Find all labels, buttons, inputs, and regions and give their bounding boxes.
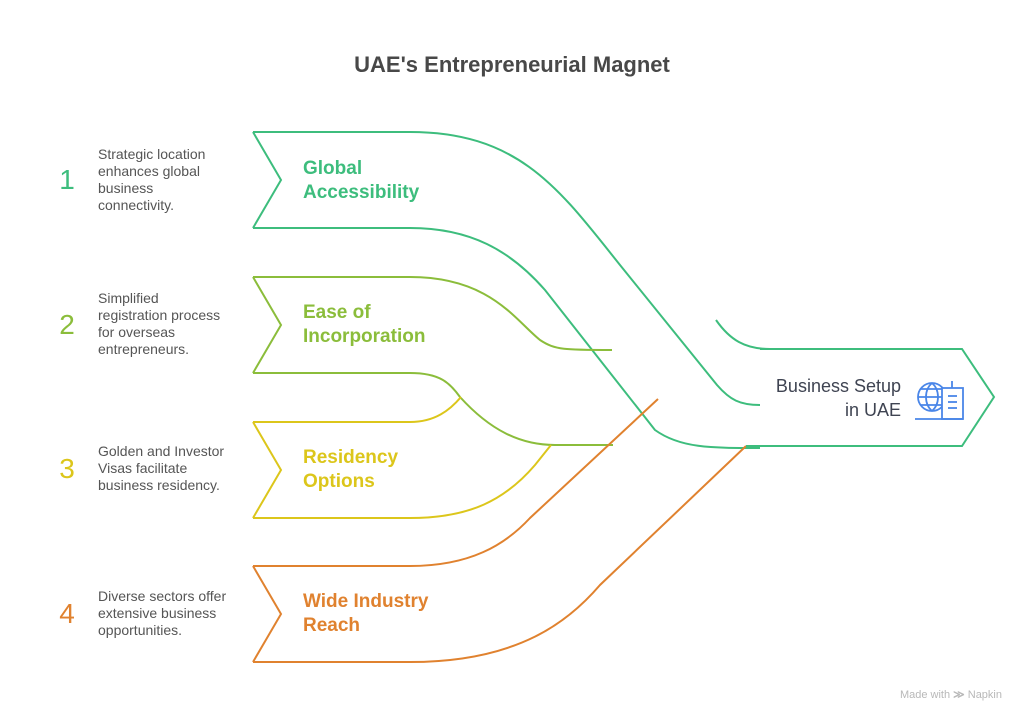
target-arrow-top-curve bbox=[715, 319, 771, 350]
item-description-2: Simplified registration process for over… bbox=[98, 290, 248, 358]
flow-band-2-bottom bbox=[253, 372, 613, 446]
target-label-line: Business Setup bbox=[775, 376, 901, 396]
footer-brand: Napkin bbox=[967, 689, 1002, 701]
desc-line: Diverse sectors offer bbox=[98, 588, 227, 604]
item-label-3: Residency Options bbox=[303, 446, 398, 494]
flow-band-2-notch bbox=[252, 276, 283, 374]
desc-line: entrepreneurs. bbox=[98, 341, 190, 357]
item-number-1: 1 bbox=[59, 164, 75, 195]
item-description-3: Golden and Investor Visas facilitate bus… bbox=[98, 443, 248, 494]
label-line: Accessibility bbox=[303, 182, 420, 203]
item-description-4: Diverse sectors offer extensive business… bbox=[98, 588, 248, 639]
desc-line: Golden and Investor bbox=[98, 443, 225, 459]
desc-line: extensive business bbox=[98, 605, 217, 621]
flow-band-2-top bbox=[253, 276, 613, 351]
target-label-line: in UAE bbox=[844, 400, 901, 420]
label-line: Ease of bbox=[303, 302, 371, 323]
target-label: Business Setup in UAE bbox=[776, 374, 901, 422]
made-with-napkin-footer: Made with ≫ Napkin bbox=[900, 688, 1002, 701]
desc-line: Simplified bbox=[98, 290, 159, 306]
desc-line: business residency. bbox=[98, 477, 220, 493]
label-line: Global bbox=[303, 158, 363, 179]
flow-band-4-top bbox=[253, 398, 659, 567]
label-line: Reach bbox=[303, 615, 361, 636]
flow-band-3-bottom bbox=[253, 444, 552, 519]
label-line: Residency bbox=[303, 447, 399, 468]
flow-band-3-notch bbox=[252, 421, 283, 519]
item-description-1: Strategic location enhances global busin… bbox=[98, 146, 248, 214]
label-line: Wide Industry bbox=[303, 591, 429, 612]
flow-band-4-bottom bbox=[253, 445, 747, 663]
target-arrow-shape bbox=[746, 348, 996, 447]
desc-line: Strategic location bbox=[98, 146, 206, 162]
flow-band-4-notch bbox=[252, 565, 283, 663]
item-number-2: 2 bbox=[59, 309, 75, 340]
item-number-3: 3 bbox=[59, 453, 75, 484]
flow-band-1-notch bbox=[252, 131, 283, 229]
globe-building-icon bbox=[915, 381, 964, 420]
desc-line: Visas facilitate bbox=[98, 460, 188, 476]
footer-text: Made with bbox=[899, 689, 951, 701]
desc-line: connectivity. bbox=[98, 197, 174, 213]
desc-line: business bbox=[98, 180, 154, 196]
desc-line: registration process bbox=[98, 307, 221, 323]
flow-band-1-top bbox=[253, 131, 761, 406]
flow-band-1-bottom bbox=[253, 227, 761, 449]
flow-band-3-top bbox=[253, 396, 462, 423]
desc-line: enhances global bbox=[98, 163, 200, 179]
desc-line: opportunities. bbox=[98, 622, 183, 638]
label-line: Incorporation bbox=[303, 326, 426, 347]
desc-line: for overseas bbox=[98, 324, 176, 340]
item-label-2: Ease of Incorporation bbox=[303, 301, 425, 349]
page-title: UAE's Entrepreneurial Magnet bbox=[354, 52, 670, 77]
item-label-4: Wide Industry Reach bbox=[303, 590, 428, 638]
item-label-1: Global Accessibility bbox=[303, 157, 419, 205]
napkin-logo-icon: ≫ bbox=[953, 689, 965, 701]
label-line: Options bbox=[303, 471, 375, 492]
item-number-4: 4 bbox=[59, 598, 75, 629]
